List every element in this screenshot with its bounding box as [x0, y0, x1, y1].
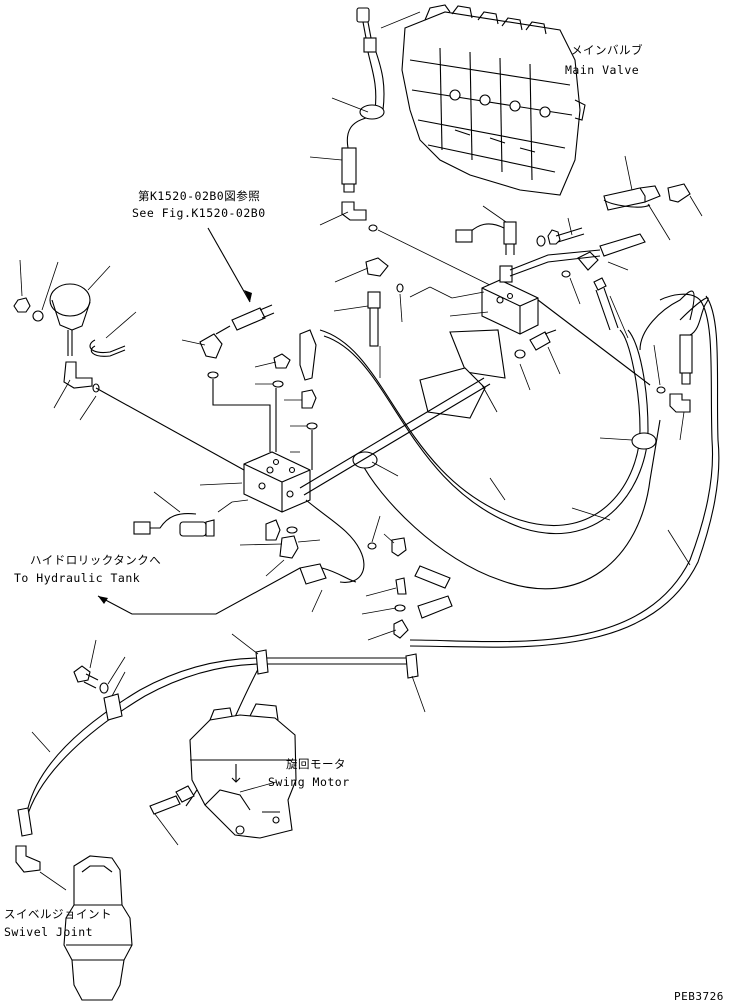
- bracket-cover: [419, 367, 486, 419]
- to-tank-arrow: [97, 567, 301, 615]
- manifold-top-fittings: [199, 304, 318, 470]
- swivel-joint-label-en: Swivel Joint: [4, 925, 94, 939]
- swing-motor: [189, 703, 297, 839]
- manifold-bottom-fittings: [265, 499, 365, 585]
- tank-label-jp: ハイドロリックタンクへ: [30, 553, 162, 567]
- sensor-connector: [133, 512, 215, 537]
- tank-label-en: To Hydraulic Tank: [14, 571, 141, 585]
- bracket-plate: [449, 329, 506, 379]
- see-fig-label-jp: 第K1520-02B0図参照: [138, 189, 261, 203]
- swivel-joint-label-jp: スイベルジョイント: [4, 907, 112, 921]
- swivel-joint: [15, 807, 133, 1001]
- main-valve-label-jp: メインバルブ: [571, 43, 643, 57]
- bolt-washer-lower: [73, 665, 109, 694]
- o-ring: [368, 224, 378, 232]
- bolt-washer-upper: [536, 227, 585, 247]
- see-fig-label-en: See Fig.K1520-02B0: [132, 206, 266, 220]
- swing-motor-fitting: [149, 785, 195, 815]
- main-valve-label-en: Main Valve: [565, 63, 640, 77]
- swing-motor-label-en: Swing Motor: [268, 775, 350, 789]
- long-pipe-right: [537, 277, 651, 386]
- right-standing-pipe: [656, 334, 693, 413]
- center-manifold-block: [243, 451, 311, 513]
- lower-hoses: [25, 649, 419, 821]
- main-valve: [401, 4, 586, 196]
- drawing-number: PEB3726: [674, 990, 724, 1003]
- main-valve-hose: [341, 7, 385, 193]
- center-fittings: [367, 537, 453, 639]
- reference-arrow: [207, 227, 251, 303]
- right-valve-block: [455, 221, 539, 335]
- accumulator-group: [13, 283, 245, 471]
- right-hose-fittings: [509, 183, 691, 278]
- swing-motor-label-jp: 旋回モータ: [286, 757, 346, 771]
- bolt-lower-right: [514, 329, 557, 359]
- elbow-fitting: [341, 201, 367, 221]
- hose-loops: [319, 290, 720, 648]
- tube-to-main-valve: [299, 257, 491, 496]
